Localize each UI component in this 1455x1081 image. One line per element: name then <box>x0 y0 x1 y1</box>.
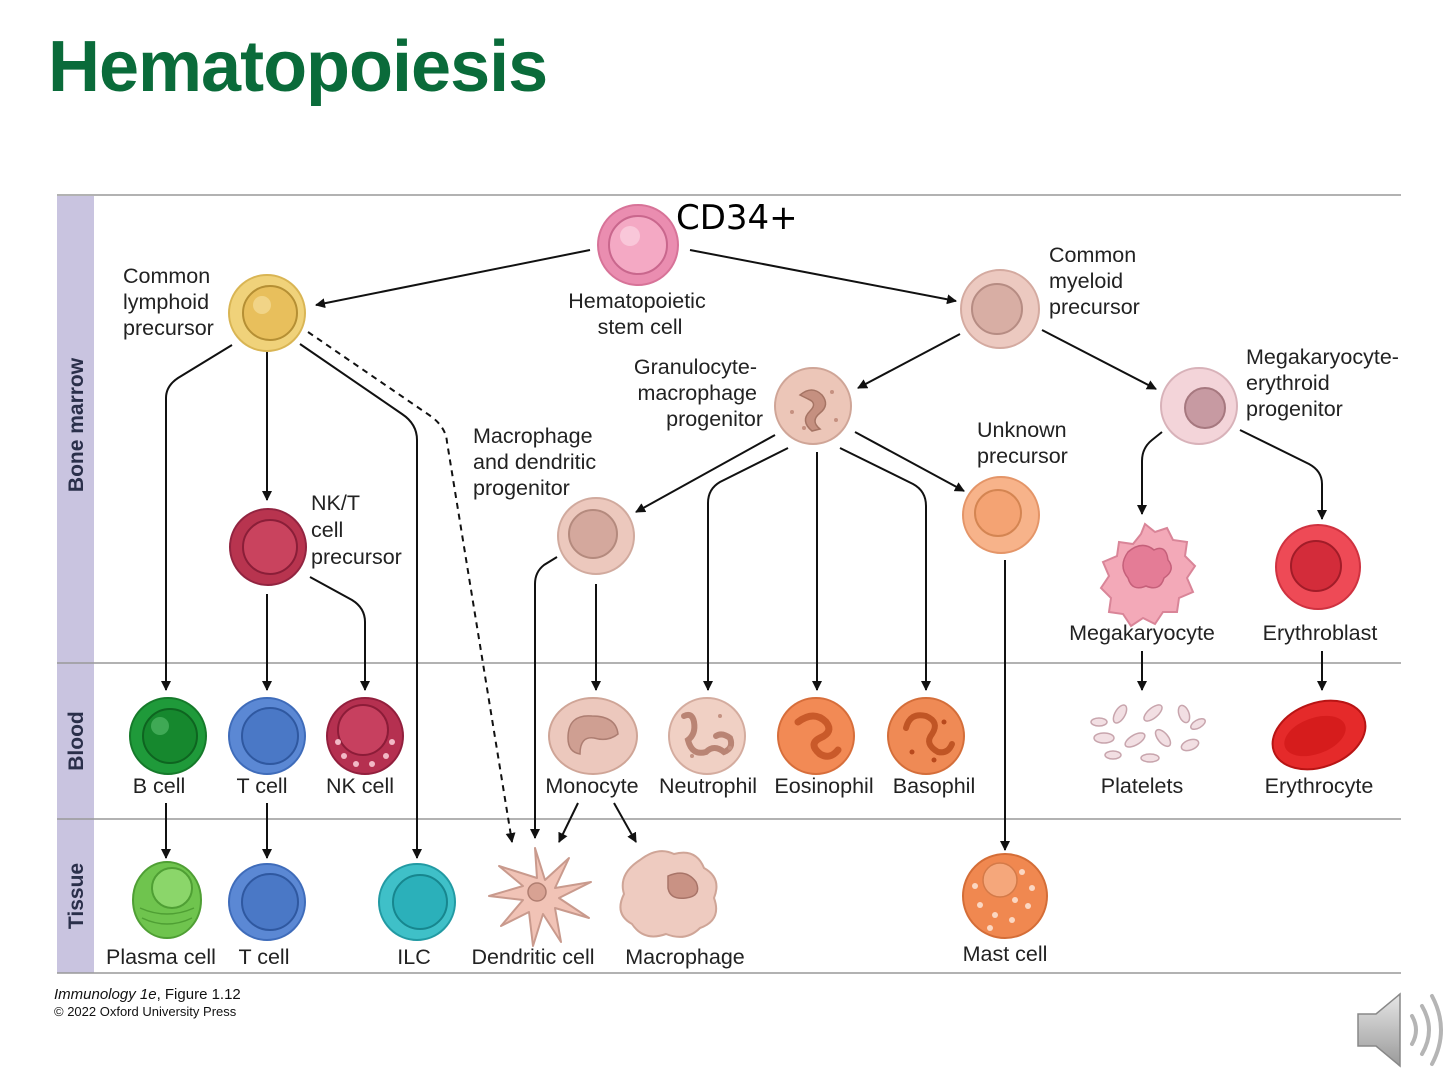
label-neutrophil: Neutrophil <box>659 774 757 798</box>
zone-label-blood: Blood <box>65 711 88 770</box>
arrow-mep-to-erythroblast <box>1239 429 1327 520</box>
mep-cell <box>1160 367 1238 445</box>
arrow-mdp-to-dendritic <box>530 556 558 839</box>
platelets-group <box>1090 704 1206 763</box>
arrow-clp-to-ilc <box>299 343 422 859</box>
label-plasma-cell: Plasma cell <box>106 945 216 969</box>
label-hsc: Hematopoietic stem cell <box>568 289 711 339</box>
label-cmp: Common myeloid precursor <box>1049 243 1142 319</box>
label-eosinophil: Eosinophil <box>774 774 873 798</box>
zone-band: Bone marrow Blood Tissue <box>57 194 1401 974</box>
label-basophil: Basophil <box>893 774 975 798</box>
t-cell-tissue <box>228 863 306 941</box>
erythroblast-cell <box>1275 524 1361 610</box>
caption-copyright: © 2022 Oxford University Press <box>54 1004 237 1019</box>
zone-label-tissue: Tissue <box>65 863 88 929</box>
erythrocyte-cell <box>1271 699 1367 771</box>
speaker-icon[interactable] <box>1352 984 1450 1081</box>
figure-caption: Immunology 1e, Figure 1.12 © 2022 Oxford… <box>54 986 241 1019</box>
zone-label-bone-marrow: Bone marrow <box>65 357 88 492</box>
gmp-cell <box>774 367 852 445</box>
t-cell-blood <box>228 697 306 775</box>
caption-figure: , Figure 1.12 <box>156 986 241 1003</box>
arrow-cmp-to-gmp <box>857 333 961 389</box>
eosinophil-cell <box>777 697 855 775</box>
label-nkt-precursor: NK/T cell precursor <box>311 491 402 569</box>
label-gmp: Granulocyte- macrophage progenitor <box>634 355 763 431</box>
ilc-cell <box>378 863 456 941</box>
slide-title: Hematopoiesis <box>48 27 548 107</box>
label-t-cell-blood: T cell <box>237 774 288 798</box>
label-platelets: Platelets <box>1101 774 1183 798</box>
arrow-hsc-to-clp <box>315 249 591 309</box>
arrow-hsc-to-cmp <box>689 249 957 305</box>
macrophage-cell <box>619 850 718 938</box>
label-clp: Common lymphoid precursor <box>123 264 216 340</box>
megakaryocyte-cell <box>1099 522 1197 628</box>
label-dendritic-cell: Dendritic cell <box>471 945 594 969</box>
monocyte-cell <box>548 697 638 775</box>
label-mast-cell: Mast cell <box>963 942 1048 966</box>
label-macrophage: Macrophage <box>625 945 745 969</box>
unknown-precursor-cell <box>962 476 1040 554</box>
neutrophil-cell <box>668 697 746 775</box>
basophil-cell <box>887 697 965 775</box>
label-b-cell: B cell <box>133 774 186 798</box>
arrow-gmp-to-unknown <box>854 431 965 492</box>
arrow-mep-to-megakaryocyte <box>1137 431 1163 515</box>
label-monocyte: Monocyte <box>545 774 638 798</box>
label-t-cell-tissue: T cell <box>239 945 290 969</box>
label-nk-cell: NK cell <box>326 774 394 798</box>
label-unknown-precursor: Unknown precursor <box>977 418 1073 468</box>
caption-book: Immunology 1e <box>54 986 157 1003</box>
label-erythrocyte: Erythrocyte <box>1265 774 1374 798</box>
label-erythroblast: Erythroblast <box>1263 621 1378 645</box>
mast-cell <box>962 853 1048 939</box>
arrow-clp-to-dendritic <box>307 331 516 843</box>
cd34-marker-label: CD34+ <box>676 198 798 238</box>
arrow-nkt-to-nkcell <box>309 576 370 691</box>
arrow-gmp-to-basophil <box>839 447 931 691</box>
lineage-arrows <box>161 249 1327 859</box>
plasma-cell <box>132 861 202 939</box>
label-ilc: ILC <box>397 945 430 969</box>
arrow-clp-to-bcell <box>161 344 233 691</box>
mdp-cell <box>557 497 635 575</box>
label-mdp: Macrophage and dendritic progenitor <box>473 424 602 500</box>
nk-cell <box>326 697 404 775</box>
arrow-monocyte-to-macrophage <box>613 802 637 843</box>
dendritic-cell <box>488 847 592 947</box>
arrow-cmp-to-mep <box>1041 329 1157 390</box>
b-cell <box>129 697 207 775</box>
hsc-cell <box>597 204 679 286</box>
arrow-gmp-to-neutrophil <box>703 447 789 691</box>
label-mep: Megakaryocyte- erythroid progenitor <box>1246 345 1405 421</box>
label-megakaryocyte: Megakaryocyte <box>1069 621 1215 645</box>
cmp-cell <box>960 269 1040 349</box>
arrow-gmp-to-mdp <box>635 434 776 513</box>
nkt-precursor-cell <box>229 508 307 586</box>
arrow-monocyte-to-dendritic <box>558 802 579 843</box>
clp-cell <box>228 274 306 352</box>
